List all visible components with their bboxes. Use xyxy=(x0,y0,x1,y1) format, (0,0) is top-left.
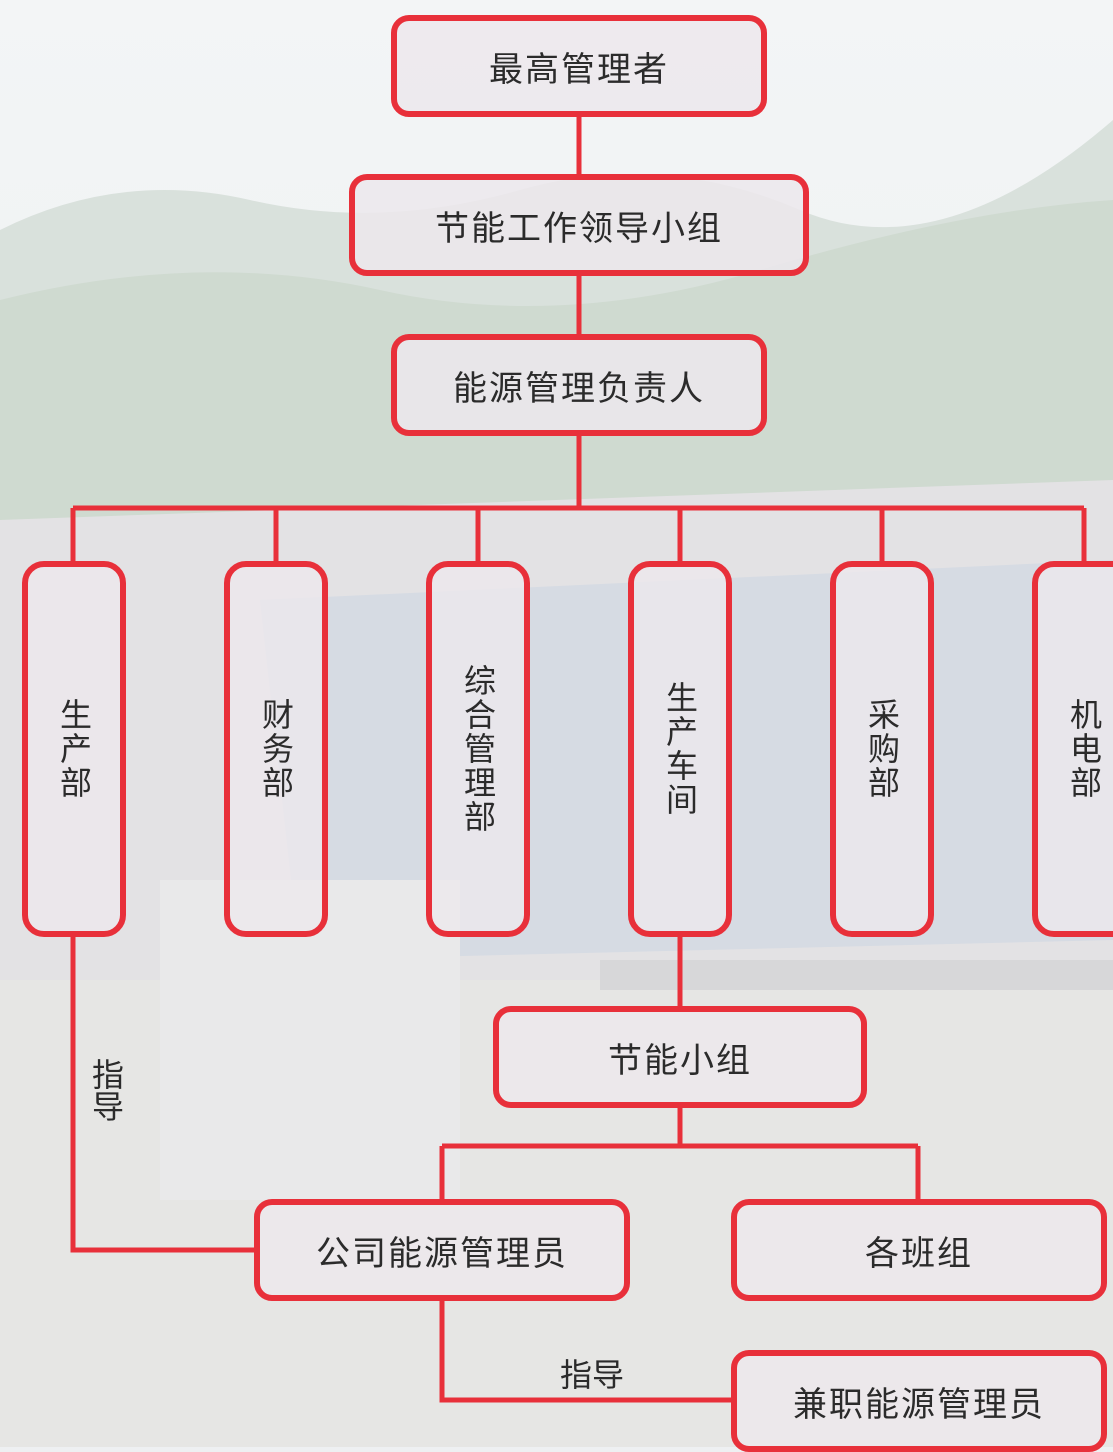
department-box-production: 生产部 xyxy=(22,561,126,937)
department-box-general-admin: 综合管理部 xyxy=(426,561,530,937)
part-time-energy-admin-box: 兼职能源管理员 xyxy=(731,1350,1107,1452)
top-management-label: 最高管理者 xyxy=(489,49,669,90)
department-label: 生产车间 xyxy=(661,681,699,817)
guide-label-vertical: 指导 xyxy=(87,1058,125,1122)
department-box-workshop: 生产车间 xyxy=(628,561,732,937)
department-label: 生产部 xyxy=(55,698,93,800)
energy-saving-group-box: 节能小组 xyxy=(493,1006,867,1108)
leadership-group-box: 节能工作领导小组 xyxy=(349,174,809,276)
company-energy-admin-box: 公司能源管理员 xyxy=(254,1199,630,1301)
leadership-group-label: 节能工作领导小组 xyxy=(435,208,723,249)
department-label: 综合管理部 xyxy=(459,664,497,834)
team-groups-label: 各班组 xyxy=(865,1233,973,1274)
guide-label-horizontal: 指导 xyxy=(560,1356,625,1394)
energy-lead-label: 能源管理负责人 xyxy=(453,368,705,409)
department-label: 采购部 xyxy=(863,698,901,800)
department-label: 财务部 xyxy=(257,698,295,800)
department-box-finance: 财务部 xyxy=(224,561,328,937)
energy-saving-group-label: 节能小组 xyxy=(608,1040,752,1081)
top-management-box: 最高管理者 xyxy=(391,15,767,117)
company-energy-admin-label: 公司能源管理员 xyxy=(316,1233,568,1274)
department-box-purchasing: 采购部 xyxy=(830,561,934,937)
energy-lead-box: 能源管理负责人 xyxy=(391,334,767,436)
team-groups-box: 各班组 xyxy=(731,1199,1107,1301)
department-label: 机电部 xyxy=(1065,698,1103,800)
department-box-electromechanical: 机电部 xyxy=(1032,561,1113,937)
part-time-energy-admin-label: 兼职能源管理员 xyxy=(793,1384,1045,1425)
